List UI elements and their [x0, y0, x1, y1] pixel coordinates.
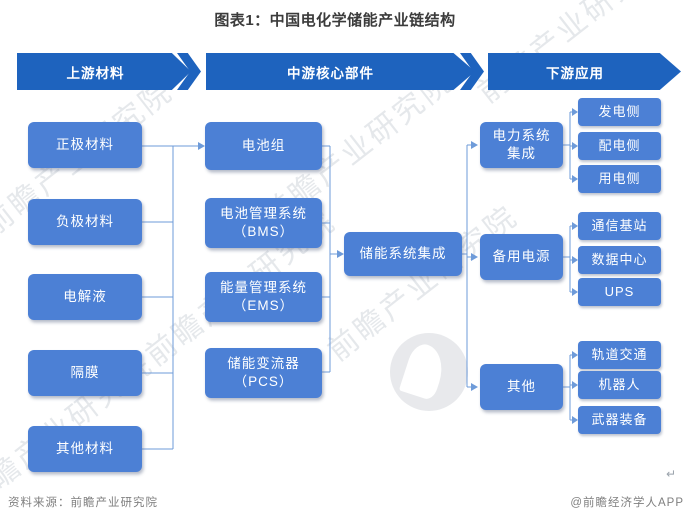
- upstream-connectors: [142, 142, 205, 450]
- source-note: 资料来源：前瞻产业研究院: [8, 497, 158, 509]
- node-data-center: 数据中心: [578, 246, 661, 274]
- node-cathode-material: 正极材料: [28, 122, 142, 168]
- node-ems: 能量管理系统 （EMS）: [205, 272, 322, 322]
- node-robots: 机器人: [578, 371, 661, 399]
- return-mark: ↵: [666, 467, 677, 481]
- banner-upstream-label: 上游材料: [66, 65, 125, 81]
- midstream-connectors: [322, 145, 344, 373]
- node-separator: 隔膜: [28, 350, 142, 396]
- node-telecom-base-station: 通信基站: [578, 212, 661, 240]
- banner-downstream: 下游应用: [488, 53, 681, 90]
- banner-upstream: 上游材料: [17, 53, 191, 90]
- node-weapon-equipment: 武器装备: [578, 406, 661, 434]
- node-anode-material: 负极材料: [28, 199, 142, 245]
- node-others: 其他: [480, 364, 563, 410]
- backup-power-bracket: [563, 222, 578, 296]
- banner-midstream-label: 中游核心部件: [287, 65, 374, 81]
- node-generation-side: 发电侧: [578, 98, 661, 126]
- downstream-trunk-connectors: [462, 141, 478, 391]
- node-rail-transit: 轨道交通: [578, 341, 661, 369]
- node-ups: UPS: [578, 278, 661, 306]
- node-bms: 电池管理系统 （BMS）: [205, 198, 322, 248]
- banner-downstream-label: 下游应用: [546, 65, 604, 81]
- power-system-bracket: [563, 108, 578, 183]
- credit-note: @前瞻经济学人APP: [570, 497, 684, 509]
- node-consumption-side: 用电侧: [578, 165, 661, 193]
- node-other-materials: 其他材料: [28, 426, 142, 472]
- node-pcs: 储能变流器 （PCS）: [205, 348, 322, 398]
- node-electrolyte: 电解液: [28, 274, 142, 320]
- node-power-system-integration: 电力系统 集成: [480, 122, 563, 168]
- others-bracket: [563, 351, 578, 424]
- chart-title: 图表1：中国电化学储能产业链结构: [214, 12, 456, 29]
- node-battery-pack: 电池组: [205, 122, 322, 170]
- node-distribution-side: 配电侧: [578, 132, 661, 160]
- node-storage-system-integration: 储能系统集成: [344, 232, 462, 276]
- node-backup-power: 备用电源: [480, 234, 563, 280]
- banner-midstream: 中游核心部件: [206, 53, 475, 90]
